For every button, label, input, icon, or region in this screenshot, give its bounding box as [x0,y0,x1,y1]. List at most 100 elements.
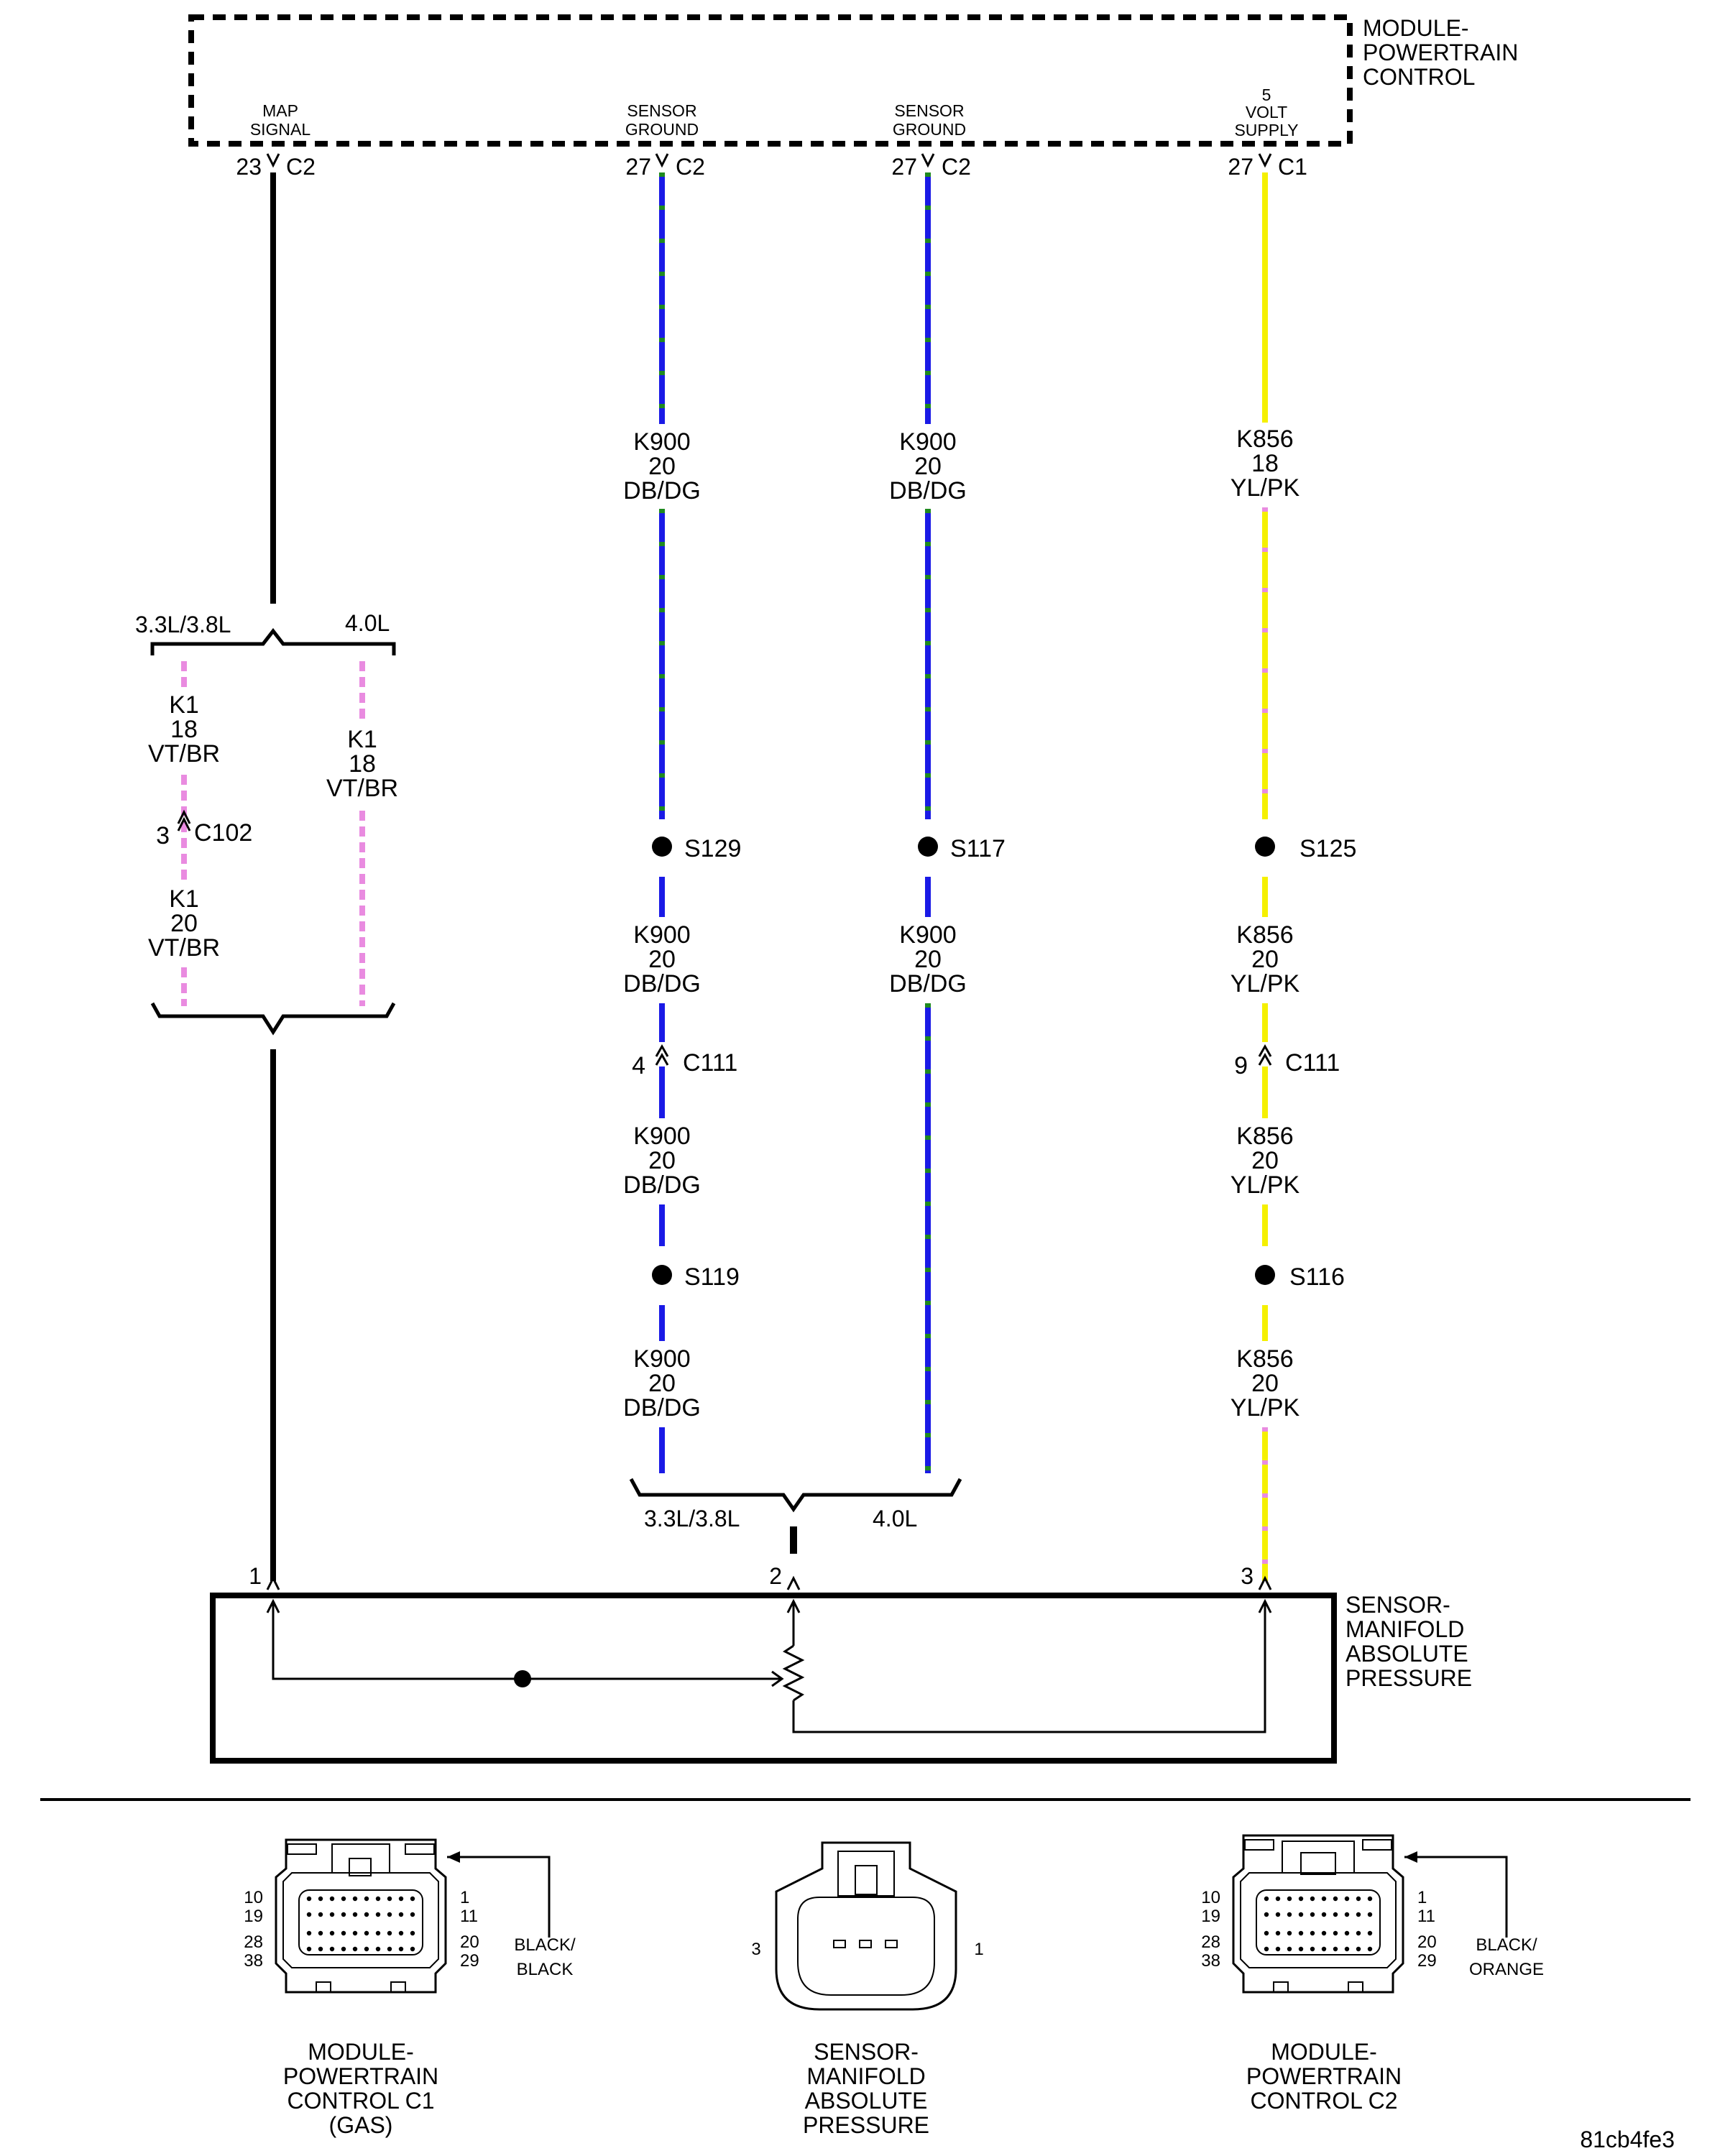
map-conn-left-pin: 3 [751,1940,760,1959]
map-conn-caption-3: ABSOLUTE [805,2088,928,2114]
sensor-pin-mark-3 [1258,1575,1272,1590]
c2-cavity-dot [1287,1912,1292,1917]
c2-cavity-dot [1333,1912,1338,1917]
c111-b-name: C111 [1285,1049,1340,1077]
cavity-map-signal: 23 [236,154,262,180]
c1-cavity-dot [410,1930,415,1936]
c1-cavity-dot [364,1946,369,1952]
c1-cavity-dot [352,1912,358,1917]
c1-cavity-dot [341,1912,346,1917]
c2-cavity-dot [1264,1912,1269,1917]
map-sensor-box: 1 2 3 SENSOR- MANIFOLD ABSOLUTE PRESSURE [210,1563,1472,1764]
c1-cavity-dot [329,1946,335,1952]
pin-label-volt-supply-2: VOLT [1246,103,1287,121]
splice-dot-s119 [652,1265,672,1285]
c2-cavity-dot [1344,1946,1350,1952]
c2-right-pin-3: 20 [1417,1932,1437,1952]
c1-cavity-dot [375,1946,381,1952]
c2-left-pin-3: 28 [1201,1932,1220,1952]
splice-label-s117: S117 [950,835,1006,862]
c1-caption-4: (GAS) [329,2112,393,2138]
sensor-pin-1: 1 [249,1563,262,1589]
pin-label-map-signal-1: MAP [262,101,298,120]
label-k856-low-3: YL/PK [1230,1394,1300,1422]
sensor-pin-mark-1 [266,1575,280,1590]
cavity-sensor-ground-b: 27 [891,154,917,180]
label-k900-a-mid2-3: DB/DG [623,1171,701,1199]
c2-cavity-dot [1298,1946,1304,1952]
label-k900-b-top-2: 20 [914,453,942,480]
splice-dot-s116 [1255,1265,1275,1285]
c1-right-pin-4: 29 [460,1951,479,1971]
sensor-outline [210,1593,1337,1764]
c1-cavity-dot [306,1912,312,1917]
pin-mark-gnd-b [921,153,935,168]
sensor-pin-3: 3 [1241,1563,1254,1589]
c2-cavity-dot [1333,1930,1338,1936]
c2-cavity-dot [1298,1912,1304,1917]
figure-id: 81cb4fe3 [1580,2127,1675,2152]
c2-outline [1232,1834,1404,1994]
c1-cavity-dot [375,1930,381,1936]
c1-cavity-dot [306,1946,312,1952]
splice-dot-s117 [918,837,938,857]
c1-cavity-dot [375,1912,381,1917]
label-k900-b-mid-3: DB/DG [889,970,967,998]
c1-cavity-dot [318,1896,323,1902]
label-k856-mid1-3: YL/PK [1230,970,1300,998]
sensor-internal-supply [792,1603,1266,1733]
splice-label-s129: S129 [684,835,741,862]
label-k900-a-mid1-2: 20 [648,946,676,973]
label-k900-a-mid2-2: 20 [648,1147,676,1174]
label-k856-mid2-1: K856 [1236,1123,1293,1150]
c1-cavity-dot [387,1896,392,1902]
conn-sensor-ground-b: C2 [942,154,971,180]
splice-dot-s129 [652,837,672,857]
c1-cavity-dot [410,1946,415,1952]
c1-cavity-dot [364,1896,369,1902]
sensor-pin-mark-2 [786,1575,801,1590]
pin-mark-gnd-a [655,153,669,168]
sensor-internal-signal [272,1603,769,1680]
label-k900-a-mid1-3: DB/DG [623,970,701,998]
c1-color-1: BLACK/ [514,1935,576,1955]
map-conn-caption-4: PRESSURE [803,2112,929,2138]
map-conn-outline [775,1841,957,2011]
c1-caption-2: POWERTRAIN [283,2063,438,2089]
c2-color-2: ORANGE [1469,1960,1544,1979]
c1-cavity-dot [329,1930,335,1936]
sensor-pin-2: 2 [769,1563,782,1589]
c2-caption-3: CONTROL C2 [1250,2088,1397,2114]
c1-left-pin-3: 28 [244,1932,263,1952]
c1-foot-left [316,1981,331,1993]
sensor-title-2: MANIFOLD [1346,1616,1464,1642]
c2-left-pin-4: 38 [1201,1951,1220,1971]
c2-cavity-dot [1310,1946,1315,1952]
label-k900-b-mid-2: 20 [914,946,942,973]
map-conn-cavity-3 [885,1940,898,1948]
c2-cavity-dot [1275,1896,1281,1902]
c1-caption-1: MODULE- [308,2039,414,2065]
c1-cavity-dot [318,1946,323,1952]
c2-cavity-dot [1275,1912,1281,1917]
label-k1-right-3: VT/BR [326,775,398,802]
c2-cavity-block [1256,1889,1381,1955]
c1-cavity-dot [398,1896,404,1902]
c1-left-pin-4: 38 [244,1951,263,1971]
c2-cavity-dot [1344,1930,1350,1936]
pin-label-sensor-ground-a-2: GROUND [625,120,699,139]
c2-cavity-dots [1264,1896,1373,1952]
conn-map-signal: C2 [286,154,316,180]
engine-option-right-top: 4.0L [345,610,390,636]
c2-cavity-dot [1367,1896,1373,1902]
label-k900-a-top-3: DB/DG [623,477,701,505]
c1-right-pin-3: 20 [460,1932,479,1952]
c1-cavity-dot [306,1930,312,1936]
c2-cavity-dot [1333,1896,1338,1902]
c2-tab-right [1362,1839,1392,1851]
c1-cavity-dot [375,1896,381,1902]
pcm-module: MODULE- POWERTRAIN CONTROL MAP SIGNAL SE… [188,14,1518,180]
sensor-title-4: PRESSURE [1346,1665,1472,1691]
label-k1-left-lower-1: K1 [169,885,199,913]
c2-pointer-arrowhead [1404,1851,1417,1863]
